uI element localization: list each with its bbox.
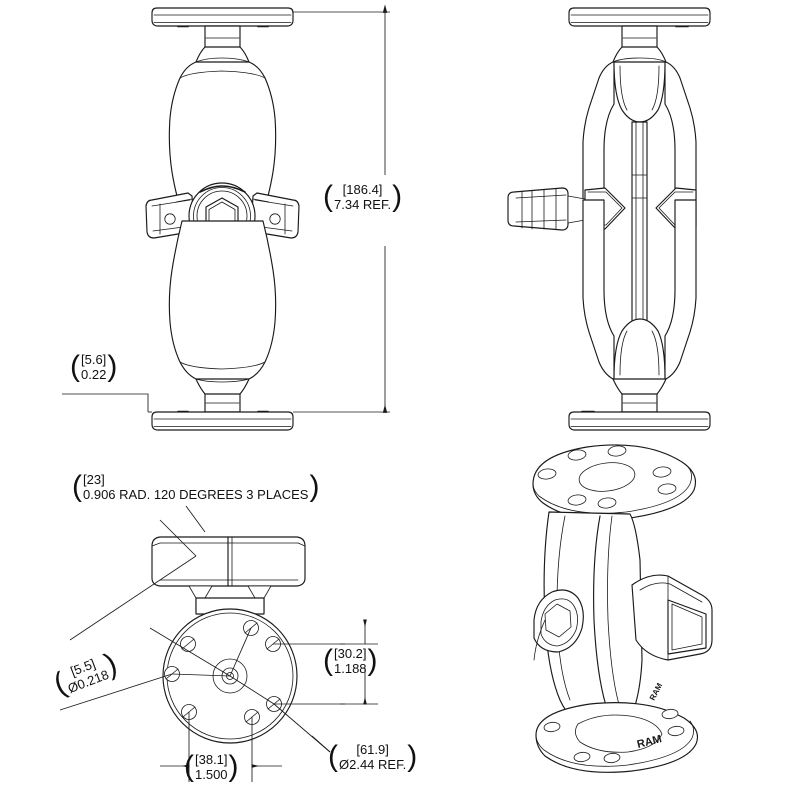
side-lower-base-plate	[568, 410, 711, 431]
bolt-spacing-horizontal-imperial: 1.500	[195, 767, 228, 782]
front-lower-neck	[195, 378, 250, 413]
svg-text:RAM: RAM	[648, 681, 665, 702]
plate-thickness-metric: [5.6]	[81, 352, 107, 367]
front-lower-base-plate	[151, 410, 294, 431]
dimension-hole-radius-label: [23] 0.906 RAD. 120 DEGREES 3 PLACES	[72, 472, 319, 502]
side-clamp-knob	[507, 187, 586, 231]
iso-brand-mark-upper: RAM	[648, 681, 665, 702]
iso-lower-arm-fragment	[533, 619, 546, 661]
bolt-spacing-horizontal-metric: [38.1]	[195, 752, 228, 767]
side-view	[507, 7, 711, 431]
mount-hole	[180, 636, 196, 652]
iso-brand-mark: RAM	[636, 733, 663, 751]
dimension-bolt-spacing-vertical-label: [30.2] 1.188	[323, 646, 378, 676]
plan-arm-end-view	[151, 536, 306, 615]
front-upper-base-plate	[151, 7, 294, 28]
plan-leader-lines	[59, 519, 345, 753]
side-lower-neck	[612, 378, 667, 413]
iso-bottom-hole-pattern	[543, 708, 685, 764]
leader-hole-radius	[185, 505, 206, 533]
hole-radius-imperial: 0.906 RAD. 120 DEGREES 3 PLACES	[83, 487, 309, 502]
front-lower-arm-body	[168, 220, 277, 383]
dimension-plate-thickness-label: [5.6] 0.22	[70, 352, 117, 382]
isometric-view: RAM RAM	[532, 444, 713, 773]
overall-height-imperial: 7.34 REF.	[334, 197, 392, 212]
hole-radius-metric: [23]	[83, 472, 105, 487]
dimension-plate-thickness	[62, 393, 152, 413]
iso-clamp-arm	[631, 574, 713, 661]
dimension-bolt-spacing-horizontal-label: [38.1] 1.500	[184, 752, 239, 782]
side-upper-base-plate	[568, 7, 711, 28]
plate-thickness-imperial: 0.22	[81, 367, 107, 382]
front-upper-neck	[195, 25, 250, 63]
bolt-spacing-vertical-imperial: 1.188	[334, 661, 367, 676]
dimension-overall-height-label: [186.4] 7.34 REF.	[323, 182, 402, 212]
dimension-overall-height	[293, 4, 390, 413]
base-diameter-metric: [61.9]	[356, 742, 389, 757]
side-upper-neck	[612, 25, 667, 63]
front-view	[62, 4, 390, 431]
iso-clamp-knob	[533, 589, 584, 653]
side-lower-clamp-fork	[582, 199, 697, 380]
svg-text:RAM: RAM	[636, 733, 663, 751]
base-diameter-imperial: Ø2.44 REF.	[339, 757, 407, 772]
side-center-slot	[631, 121, 648, 331]
top-plan-view	[59, 519, 378, 782]
iso-hole-pattern	[537, 445, 677, 509]
iso-top-base-plate	[532, 444, 697, 520]
overall-height-metric: [186.4]	[342, 182, 383, 197]
dimension-base-diameter-label: [61.9] Ø2.44 REF.	[328, 742, 417, 772]
leader-base-diameter	[311, 735, 331, 753]
bolt-spacing-vertical-metric: [30.2]	[334, 646, 367, 661]
